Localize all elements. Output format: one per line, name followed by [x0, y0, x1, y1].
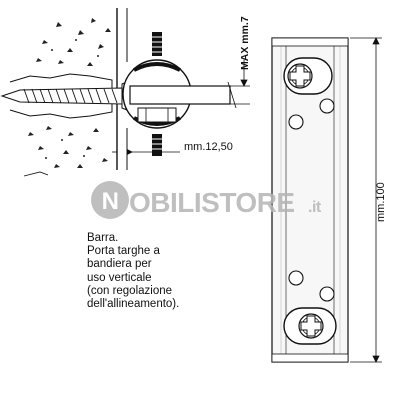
watermark-text: OBILISTORE [129, 187, 295, 218]
height-dimension-line [350, 37, 382, 363]
adjustment-slot-bottom [283, 307, 337, 345]
mounting-hole [319, 286, 335, 302]
adjustment-slot-top [283, 57, 333, 95]
description-line: dell'allineamento). [87, 298, 180, 311]
wall-section [23, 8, 128, 177]
description-line: Barra. [87, 232, 119, 244]
mounting-hole [288, 114, 304, 130]
bar-section-view [122, 32, 237, 156]
width-dimension-label: mm.12,50 [184, 141, 233, 153]
product-description: Barra. Porta targhe a bandiera per uso v… [87, 232, 227, 311]
description-line: uso verticale [87, 271, 152, 284]
wall-aggregate-marks [28, 18, 111, 168]
max-dimension-line [230, 60, 250, 105]
description-line: Porta targhe a [87, 245, 160, 258]
height-dimension-label: mm.100 [375, 182, 387, 222]
mounting-hole [319, 98, 335, 114]
watermark-initial: N [102, 188, 119, 215]
max-dimension-label: MAX mm.7 [239, 16, 251, 70]
description-line: (con regolazione [87, 284, 173, 297]
description-line: bandiera per [87, 258, 152, 271]
width-dimension-line [112, 146, 180, 158]
mounting-hole [288, 270, 304, 286]
watermark-logo: N OBILISTORE .it [91, 181, 322, 219]
watermark-suffix: .it [308, 199, 322, 216]
